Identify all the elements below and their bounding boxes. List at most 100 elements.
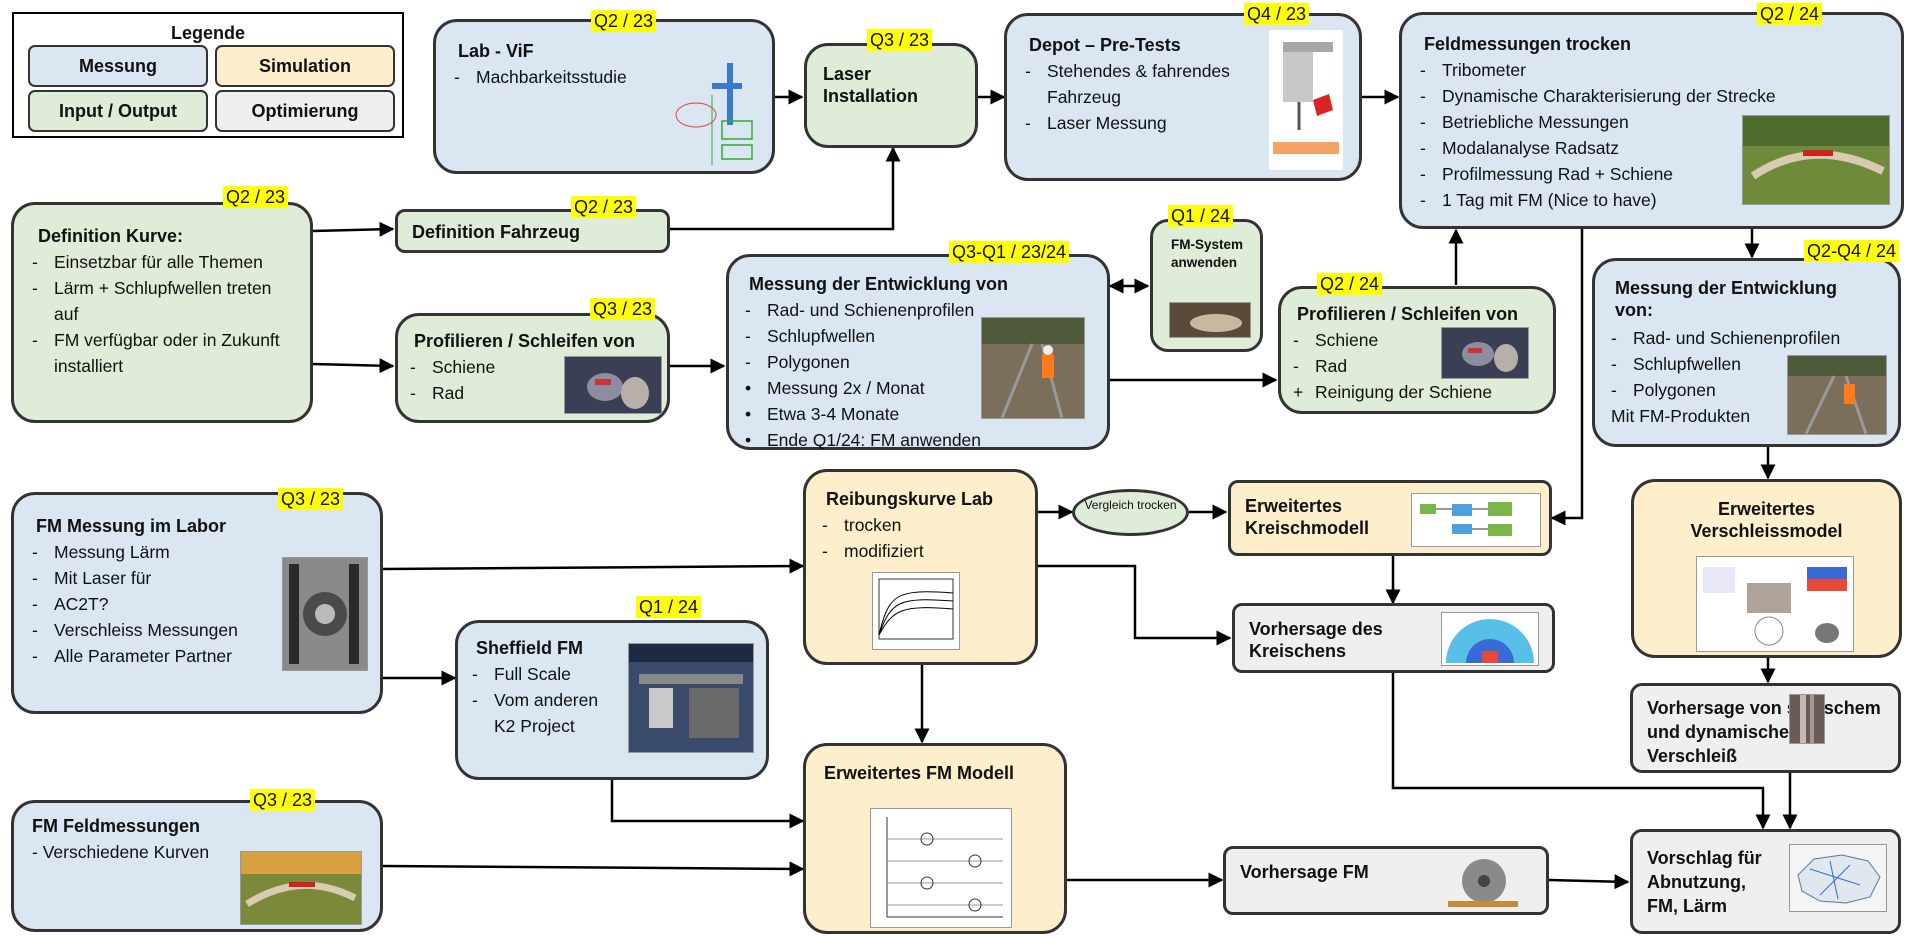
node-fm-system-anwenden: FM-System anwenden bbox=[1150, 219, 1263, 352]
fm-prediction-image bbox=[1448, 859, 1518, 907]
node-footer: Mit FM-Produkten bbox=[1611, 406, 1751, 426]
node-items: Einsetzbar für alle Themen Lärm + Schlup… bbox=[28, 249, 288, 379]
node-vorschlag: Vorschlag für Abnutzung, FM, Lärm bbox=[1630, 829, 1901, 934]
list-item: trocken bbox=[818, 512, 924, 538]
list-item: Polygonen bbox=[741, 349, 981, 375]
node-title: Feldmessungen trocken bbox=[1424, 34, 1632, 54]
quarter-badge: Q2 / 23 bbox=[223, 186, 289, 208]
list-item: Vom anderen K2 Project bbox=[468, 687, 618, 739]
node-erweitertes-fm-modell: Erweitertes FM Modell bbox=[803, 743, 1067, 934]
quarter-badge: Q4 / 23 bbox=[1244, 3, 1310, 25]
node-title: Profilieren / Schleifen von bbox=[414, 331, 636, 351]
list-item: Laser Messung bbox=[1021, 110, 1261, 136]
list-item: Schiene bbox=[406, 354, 495, 380]
node-messung-entwicklung-2: Messung der Entwicklung von: Rad- und Sc… bbox=[1592, 258, 1901, 447]
arrow-reibung-vorhersagekreisch bbox=[1038, 564, 1232, 646]
quarter-badge: Q3 / 23 bbox=[590, 298, 656, 320]
block-diagram-image bbox=[1411, 493, 1541, 547]
node-title: Vorhersage FM bbox=[1240, 862, 1369, 882]
node-profilieren-2: Profilieren / Schleifen von Schiene Rad … bbox=[1278, 286, 1556, 414]
legend-input-output: Input / Output bbox=[28, 90, 208, 132]
list-item: Dynamische Charakterisierung der Strecke bbox=[1416, 83, 1776, 109]
quarter-badge: Q3-Q1 / 23/24 bbox=[949, 241, 1070, 263]
node-profilieren-1: Profilieren / Schleifen von Schiene Rad bbox=[395, 313, 670, 423]
node-items: Stehendes & fahrendes Fahrzeug Laser Mes… bbox=[1021, 58, 1261, 136]
arrow-defkurve-deffahrzeug bbox=[312, 221, 395, 237]
node-title: Reibungskurve Lab bbox=[826, 489, 994, 509]
node-title: Definition Kurve: bbox=[38, 226, 184, 246]
list-item: Tribometer bbox=[1416, 57, 1776, 83]
node-title: Erweitertes Kreischmodell bbox=[1245, 496, 1370, 538]
quarter-badge: Q2 / 24 bbox=[1317, 273, 1383, 295]
list-item: Messung 2x / Monat bbox=[741, 375, 981, 401]
node-title: Laser Installation bbox=[823, 64, 919, 106]
node-depot: Depot – Pre-Tests Stehendes & fahrendes … bbox=[1004, 13, 1362, 181]
list-item: Messung Lärm bbox=[28, 539, 238, 565]
quarter-badge: Q2-Q4 / 24 bbox=[1804, 240, 1900, 262]
list-item: Etwa 3-4 Monate bbox=[741, 401, 981, 427]
node-title: Vorhersage des Kreischens bbox=[1249, 619, 1383, 661]
node-label: Vergleich trocken bbox=[1084, 498, 1177, 512]
quarter-badge: Q1 / 24 bbox=[636, 596, 702, 618]
list-item: Full Scale bbox=[468, 661, 618, 687]
list-item: Polygonen bbox=[1607, 377, 1840, 403]
node-vorhersage-fm: Vorhersage FM bbox=[1223, 846, 1549, 915]
list-item: Schlupfwellen bbox=[741, 323, 981, 349]
node-items: Schiene Rad bbox=[406, 354, 495, 406]
arrow-fmfeld-fmmodell bbox=[382, 861, 805, 877]
list-item: Machbarkeitsstudie bbox=[450, 64, 627, 90]
track-measurement-image bbox=[1787, 355, 1887, 435]
list-item: Alle Parameter Partner bbox=[28, 643, 238, 669]
node-text: - Verschiedene Kurven bbox=[32, 842, 210, 862]
sheffield-rig-image bbox=[628, 643, 754, 753]
arrow-fmlabor-reibung bbox=[382, 558, 805, 574]
arrow-defkurve-profil1 bbox=[312, 358, 395, 374]
grinding-image bbox=[564, 356, 662, 414]
node-fm-messung-labor: FM Messung im Labor Messung Lärm Mit Las… bbox=[11, 492, 383, 714]
node-reibungskurve-lab: Reibungskurve Lab trocken modifiziert bbox=[803, 469, 1038, 665]
quarter-badge: Q3 / 23 bbox=[867, 29, 933, 51]
quarter-badge: Q2 / 24 bbox=[1757, 3, 1823, 25]
node-messung-entwicklung-1: Messung der Entwicklung von Rad- und Sch… bbox=[726, 254, 1110, 453]
arrow-sheffield-fmmodell bbox=[610, 780, 805, 829]
list-item: Modalanalyse Radsatz bbox=[1416, 135, 1776, 161]
grinding-image bbox=[1441, 327, 1529, 379]
list-item: 1 Tag mit FM (Nice to have) bbox=[1416, 187, 1776, 213]
wear-photo-image bbox=[1789, 694, 1825, 744]
node-items: Schiene Rad Reinigung der Schiene bbox=[1289, 327, 1492, 405]
node-items: trocken modifiziert bbox=[818, 512, 924, 564]
railway-viaduct-image bbox=[240, 851, 362, 925]
quarter-badge: Q2 / 23 bbox=[591, 10, 657, 32]
switzerland-map-image bbox=[1789, 844, 1887, 912]
node-title: Profilieren / Schleifen von bbox=[1297, 304, 1519, 324]
node-definition-kurve: Definition Kurve: Einsetzbar für alle Th… bbox=[11, 202, 313, 423]
legend-title: Legende bbox=[170, 23, 245, 43]
list-item: FM verfügbar oder in Zukunft installiert bbox=[28, 327, 288, 379]
node-vorhersage-verschleiss: Vorhersage von statischem und dynamische… bbox=[1630, 683, 1901, 773]
node-items: Tribometer Dynamische Charakterisierung … bbox=[1416, 57, 1776, 213]
legend-optimierung: Optimierung bbox=[215, 90, 395, 132]
node-title: FM Messung im Labor bbox=[36, 516, 227, 536]
arrow-deffahrzeug-laser bbox=[670, 146, 901, 231]
node-title: FM Feldmessungen bbox=[32, 816, 201, 836]
node-erweitertes-verschleissmodel: Erweitertes Verschleissmodel bbox=[1631, 479, 1902, 658]
quarter-badge: Q1 / 24 bbox=[1168, 205, 1234, 227]
list-item: modifiziert bbox=[818, 538, 924, 564]
node-title: Depot – Pre-Tests bbox=[1029, 35, 1181, 55]
node-laser-installation: Laser Installation bbox=[804, 43, 978, 148]
quarter-badge: Q3 / 23 bbox=[250, 789, 316, 811]
list-item: AC2T? bbox=[28, 591, 238, 617]
list-item: Einsetzbar für alle Themen bbox=[28, 249, 288, 275]
fm-system-image bbox=[1169, 302, 1251, 338]
node-vorhersage-kreischen: Vorhersage des Kreischens bbox=[1232, 603, 1555, 673]
node-sheffield-fm: Sheffield FM Full Scale Vom anderen K2 P… bbox=[455, 620, 769, 780]
node-erweitertes-kreischmodell: Erweitertes Kreischmodell bbox=[1228, 480, 1552, 556]
list-item: Rad- und Schienenprofilen bbox=[1607, 325, 1840, 351]
depot-test-image bbox=[1269, 30, 1343, 170]
list-item: Mit Laser für bbox=[28, 565, 238, 591]
node-title: Erweitertes Verschleissmodel bbox=[1690, 499, 1843, 541]
node-title: Lab - ViF bbox=[458, 41, 534, 61]
friction-curve-image bbox=[872, 572, 960, 650]
track-measurement-image bbox=[981, 317, 1085, 419]
